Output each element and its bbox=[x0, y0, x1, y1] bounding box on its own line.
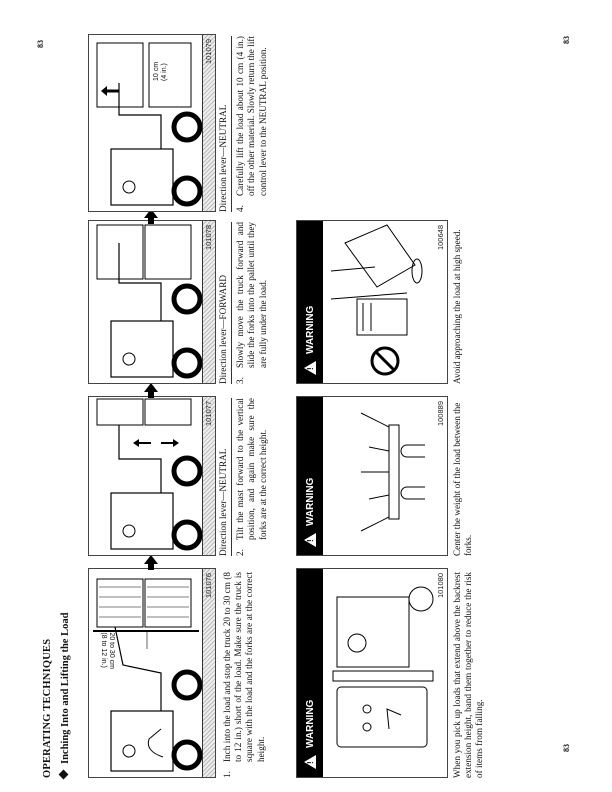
direction-lever: Direction lever—FORWARD bbox=[218, 222, 233, 384]
warning-figure-3: !WARNING 100648 bbox=[296, 220, 448, 384]
lift-load-illustration bbox=[96, 42, 203, 207]
distance-label: 20 to 30 cm (8 to 12 in.) bbox=[99, 632, 115, 669]
high-speed-collision-illustration bbox=[330, 224, 423, 376]
warning-text-1: When you pick up loads that extend above… bbox=[452, 572, 485, 778]
figure-id: 101077 bbox=[204, 401, 213, 427]
step-2: Direction lever—NEUTRAL 2. Tilt the mast… bbox=[218, 398, 269, 556]
step-number: 2. bbox=[235, 549, 246, 556]
diamond-bullet-icon bbox=[58, 769, 69, 780]
distance-label-metric: 20 to 30 cm bbox=[108, 632, 115, 669]
floor-hatch bbox=[202, 569, 215, 777]
warning-figure-1: !WARNING 101080 bbox=[296, 568, 448, 778]
figure-step-3: 101078 bbox=[88, 220, 216, 384]
warning-figure-2: !WARNING 100889 bbox=[296, 396, 448, 556]
page-number-bottom-right: 83 bbox=[562, 36, 571, 44]
step-3: Direction lever—FORWARD 3. Slowly move t… bbox=[218, 222, 269, 384]
step-text: Carefully lift the load about 10 cm (4 i… bbox=[235, 36, 268, 196]
page-number-bottom-left: 83 bbox=[562, 744, 571, 752]
lift-height-metric: 10 cm bbox=[153, 61, 160, 81]
figure-step-2: 101077 bbox=[88, 396, 216, 556]
mast-tilt-illustration bbox=[96, 398, 203, 551]
forklift-approach-illustration bbox=[93, 578, 203, 772]
subsection-title: Inching Into and Lifting the Load bbox=[58, 612, 71, 780]
step-number: 3. bbox=[235, 377, 246, 384]
warning-text-2: Center the weight of the load between th… bbox=[452, 402, 474, 556]
figure-id: 100648 bbox=[436, 225, 445, 251]
step-number: 1. bbox=[222, 771, 232, 778]
subsection-title-text: Inching Into and Lifting the Load bbox=[60, 612, 71, 764]
forks-into-pallet-illustration bbox=[96, 224, 203, 379]
figure-step-1: 20 to 30 cm (8 to 12 in.) 101076 bbox=[88, 568, 216, 778]
page-number-top: 83 bbox=[36, 40, 45, 48]
prohibition-icon bbox=[370, 346, 400, 376]
centered-load-illustration bbox=[360, 412, 425, 532]
figure-step-4: 10 cm (4 in.) 101079 bbox=[88, 34, 216, 212]
lift-height-imperial: (4 in.) bbox=[161, 63, 168, 81]
step-text: Slowly move the truck forward and slide … bbox=[235, 222, 268, 368]
figure-id: 100889 bbox=[436, 401, 445, 427]
step-1: 1. Inch into the load and stop the truck… bbox=[222, 572, 267, 778]
figure-id: 101079 bbox=[204, 39, 213, 65]
step-4: Direction lever—NEUTRAL 4. Carefully lif… bbox=[218, 36, 269, 212]
unbanded-load-illustration bbox=[332, 586, 434, 748]
warning-text-3: Avoid approaching the load at high speed… bbox=[452, 229, 462, 384]
section-title: OPERATING TECHNIQUES bbox=[42, 638, 53, 778]
direction-lever: Direction lever—NEUTRAL bbox=[218, 36, 233, 212]
arrow-right-icon bbox=[144, 383, 158, 392]
figure-id: 101080 bbox=[436, 573, 445, 599]
arrow-right-icon bbox=[144, 555, 158, 564]
step-text: Inch into the load and stop the truck 20… bbox=[222, 572, 266, 762]
step-number: 4. bbox=[235, 205, 246, 212]
figure-id: 101076 bbox=[204, 573, 213, 599]
direction-lever: Direction lever—NEUTRAL bbox=[218, 398, 233, 556]
step-text: Tilt the mast forward to the vertical po… bbox=[235, 398, 268, 540]
distance-label-imperial: (8 to 12 in.) bbox=[100, 632, 107, 668]
lift-height-label: 10 cm (4 in.) bbox=[153, 62, 169, 81]
figure-id: 101078 bbox=[204, 225, 213, 251]
